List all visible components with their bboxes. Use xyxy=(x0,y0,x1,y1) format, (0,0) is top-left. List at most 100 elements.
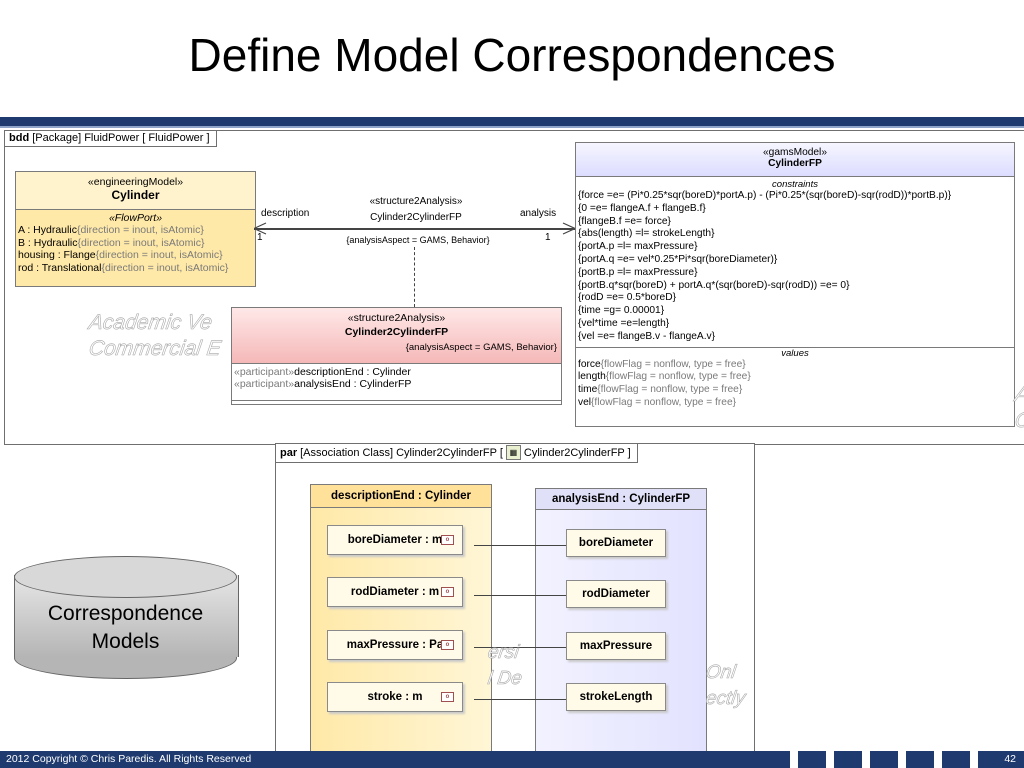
database-cylinder-top xyxy=(14,556,237,598)
constraint-row: {portA.p =l= maxPressure} xyxy=(578,241,698,253)
par-kind-label: par xyxy=(280,446,298,459)
binding-connector[interactable] xyxy=(474,545,568,546)
title-divider xyxy=(0,117,1024,126)
constraint-row: {vel =e= flangeB.v - flangeA.v} xyxy=(578,330,716,342)
constraint-row: {flangeB.f =e= force} xyxy=(578,215,671,227)
constraint-row: {vel*time =e=length} xyxy=(578,317,670,329)
value-type-icon: o xyxy=(441,692,454,702)
footer-copyright: 2012 Copyright © Chris Paredis. All Righ… xyxy=(6,753,252,765)
values-label: values xyxy=(781,347,809,359)
right-multiplicity: 1 xyxy=(545,232,551,243)
bdd-diagram-frame: bdd [Package] FluidPower [ FluidPower ] … xyxy=(4,130,1024,445)
flowport-stereotype: «FlowPort» xyxy=(108,212,163,224)
binding-connector[interactable] xyxy=(474,595,568,596)
association-tagged-values: {analysisAspect = GAMS, Behavior} xyxy=(346,235,490,245)
binding-connector[interactable] xyxy=(474,647,568,648)
assoc-class-tagged: {analysisAspect = GAMS, Behavior} xyxy=(405,342,557,353)
rod-diameter-value[interactable]: rodDiameter xyxy=(566,580,666,608)
constraint-row: {portA.q =e= vel*0.25*Pi*sqr(boreDiamete… xyxy=(578,253,778,265)
gams-stereotype: «gamsModel» xyxy=(763,147,827,158)
port-row: A : Hydraulic{direction = inout, isAtomi… xyxy=(18,224,204,236)
participant-list: «participant»descriptionEnd : Cylinder «… xyxy=(232,366,561,390)
right-role-label: analysis xyxy=(520,208,557,219)
participant-row: «participant»analysisEnd : CylinderFP xyxy=(234,378,412,390)
constraint-row: {portB.q*sqr(boreD) + portA.q*(sqr(boreD… xyxy=(578,279,850,291)
analysis-end-part[interactable]: analysisEnd : CylinderFP xyxy=(535,488,707,752)
watermark-text: ersi xyxy=(486,642,521,664)
bore-diameter-value[interactable]: boreDiameter xyxy=(566,529,666,557)
title-divider-light xyxy=(0,126,1024,128)
footer-divider xyxy=(862,751,870,768)
port-row: housing : Flange{direction = inout, isAt… xyxy=(18,249,223,262)
footer-divider xyxy=(826,751,834,768)
value-type-icon: o xyxy=(441,535,454,545)
constraints-label: constraints xyxy=(772,179,818,190)
port-row: B : Hydraulic{direction = inout, isAtomi… xyxy=(18,236,205,249)
constraint-row: {time =g= 0.00001} xyxy=(578,305,665,317)
values-divider xyxy=(576,346,1014,348)
constraint-row: {0 =e= flangeA.f + flangeB.f} xyxy=(578,202,706,214)
left-role-label: description xyxy=(261,208,310,219)
cylinder-name: Cylinder xyxy=(111,188,160,202)
page-number: 42 xyxy=(1004,753,1016,765)
property-label: strokeLength xyxy=(579,691,653,703)
cylinder-stereotype: «engineeringModel» xyxy=(87,176,184,188)
property-label: rodDiameter xyxy=(582,588,650,600)
property-label: maxPressure xyxy=(579,640,653,652)
footer-bar: 2012 Copyright © Chris Paredis. All Righ… xyxy=(0,751,1024,768)
value-type-icon: o xyxy=(441,587,454,597)
value-row: vel{flowFlag = nonflow, type = free} xyxy=(578,396,737,408)
constraint-row: {rodD =e= 0.5*boreD} xyxy=(578,292,676,304)
assoc-class-stereotype: «structure2Analysis» xyxy=(347,312,446,324)
value-row: length{flowFlag = nonflow, type = free} xyxy=(578,371,751,383)
property-label: boreDiameter xyxy=(578,537,654,549)
gams-name: CylinderFP xyxy=(768,158,822,169)
cylinder-port-list: A : Hydraulic{direction = inout, isAtomi… xyxy=(16,224,255,274)
value-type-icon: o xyxy=(441,640,454,650)
footer-divider xyxy=(898,751,906,768)
constraint-row: {force =e= (Pi*0.25*sqr(boreD)*portA.p) … xyxy=(578,190,952,201)
footer-divider xyxy=(970,751,978,768)
constraint-row: {abs(length) =l= strokeLength} xyxy=(578,228,715,240)
footer-divider xyxy=(934,751,942,768)
diagram-type-icon: ▦ xyxy=(505,445,521,460)
par-diagram-frame: par [Association Class] Cylinder2Cylinde… xyxy=(275,443,755,765)
value-row: force{flowFlag = nonflow, type = free} xyxy=(578,358,746,370)
participant-row: «participant»descriptionEnd : Cylinder xyxy=(234,366,411,378)
stroke-length-value[interactable]: strokeLength xyxy=(566,683,666,711)
value-row: time{flowFlag = nonflow, type = free} xyxy=(578,384,743,396)
analysis-end-header: analysisEnd : CylinderFP xyxy=(536,489,706,510)
constraint-row: {portB.p =l= maxPressure} xyxy=(578,266,698,278)
association-line[interactable] xyxy=(254,228,575,230)
gams-model-block[interactable]: «gamsModel» CylinderFP constraints {forc… xyxy=(575,142,1015,427)
description-end-header: descriptionEnd : Cylinder xyxy=(311,485,491,508)
footer-divider xyxy=(790,751,798,768)
assoc-class-name: Cylinder2CylinderFP xyxy=(344,326,449,338)
stroke-property[interactable]: stroke : m o xyxy=(327,682,463,712)
cylinder-label-line2: Models xyxy=(91,630,160,653)
property-label: rodDiameter : m xyxy=(350,586,440,598)
max-pressure-value[interactable]: maxPressure xyxy=(566,632,666,660)
par-tab-label: [Association Class] Cylinder2CylinderFP … xyxy=(300,446,503,459)
property-label: stroke : m xyxy=(367,691,423,703)
property-label: boreDiameter : m xyxy=(347,534,443,546)
values-list: force{flowFlag = nonflow, type = free} l… xyxy=(576,359,1014,410)
constraints-list: {force =e= (Pi*0.25*sqr(boreD)*portA.p) … xyxy=(576,190,1014,344)
correspondence-models-label: Correspondence Models xyxy=(14,600,237,656)
association-name: Cylinder2CylinderFP xyxy=(370,212,462,223)
association-stereotype: «structure2Analysis» xyxy=(369,196,463,207)
page-title: Define Model Correspondences xyxy=(188,29,836,81)
watermark-text: Academic Ve xyxy=(87,311,214,335)
association-class-block[interactable]: «structure2Analysis» Cylinder2CylinderFP… xyxy=(231,307,562,405)
watermark-text: ectly xyxy=(704,688,747,710)
watermark-text: Commercial E xyxy=(87,337,223,361)
par-tab-name: Cylinder2CylinderFP ] xyxy=(523,446,631,459)
cylinder-block[interactable]: «engineeringModel» Cylinder «FlowPort» A… xyxy=(15,171,256,287)
assoc-class-connector xyxy=(414,247,415,307)
cylinder-label-line1: Correspondence xyxy=(47,602,204,625)
binding-connector[interactable] xyxy=(474,699,568,700)
watermark-text: l De xyxy=(486,668,524,690)
